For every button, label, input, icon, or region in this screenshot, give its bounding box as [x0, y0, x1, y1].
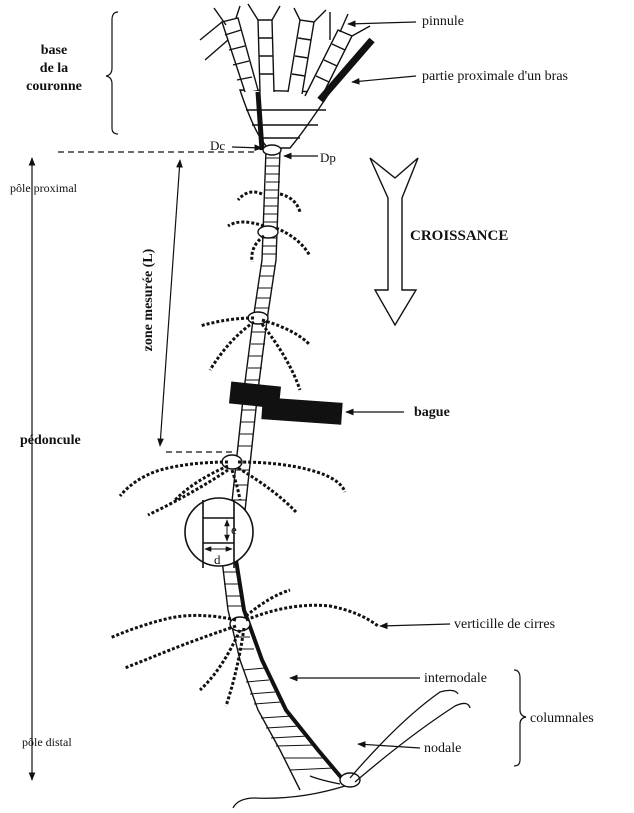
- label-dc: Dc: [210, 138, 225, 153]
- ring-bague: [229, 381, 343, 424]
- stalk: [222, 145, 360, 790]
- label-dp: Dp: [320, 150, 336, 165]
- label-d: d: [214, 552, 221, 567]
- label-pinnule: pinnule: [422, 14, 464, 29]
- label-nodale: nodale: [424, 741, 461, 756]
- label-pole-distal: pôle distal: [22, 735, 72, 749]
- label-pedoncule: pédoncule: [20, 433, 81, 448]
- label-verticille: verticille de cirres: [454, 617, 555, 632]
- label-pole-proximal: pôle proximal: [10, 181, 78, 195]
- label-e: e: [231, 522, 237, 537]
- label-bague: bague: [414, 405, 450, 420]
- label-base-line3: couronne: [26, 79, 82, 94]
- label-base-line1: base: [41, 43, 67, 58]
- label-base-line2: de la: [40, 61, 68, 76]
- label-internodale: internodale: [424, 671, 487, 686]
- label-columnales: columnales: [530, 711, 594, 726]
- label-partie-proximale: partie proximale d'un bras: [422, 69, 568, 84]
- crown: [200, 4, 372, 150]
- label-croissance: CROISSANCE: [410, 228, 508, 244]
- label-zone-mesuree: zone mesurée (L): [141, 248, 156, 351]
